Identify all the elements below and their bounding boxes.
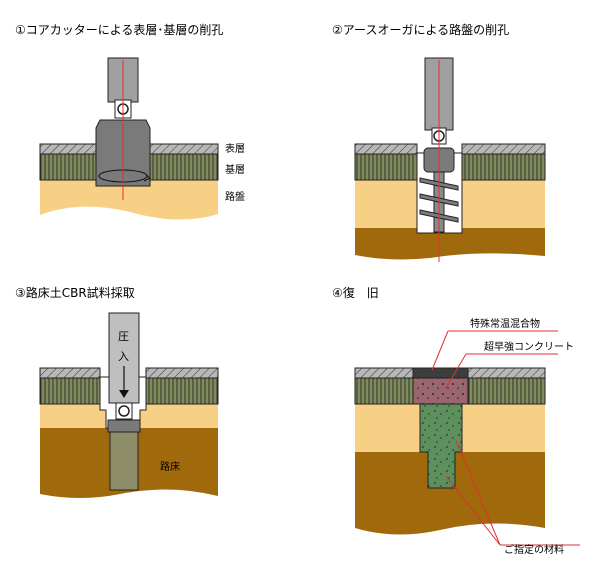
down-arrow-icon bbox=[119, 390, 129, 398]
base-left-4 bbox=[354, 376, 414, 405]
panel-earth-auger: ②アースオーガによる路盤の削孔 bbox=[332, 22, 546, 262]
base-right-4 bbox=[467, 376, 546, 405]
roadbed-right bbox=[462, 180, 545, 228]
concrete-fill bbox=[412, 377, 469, 405]
leader-designated-1 bbox=[455, 439, 501, 546]
surface-left-3 bbox=[39, 367, 101, 379]
base-left-3 bbox=[39, 376, 101, 405]
subgrade-layer bbox=[355, 228, 545, 260]
subgrade-layer-4 bbox=[355, 452, 545, 535]
step3-title: ③路床土CBR試料採取 bbox=[15, 285, 135, 300]
label-roadbed: 路盤 bbox=[225, 190, 245, 203]
press-bolt-icon bbox=[118, 405, 130, 417]
label-surface-material: 特殊常温混合物 bbox=[470, 317, 540, 330]
base-left bbox=[354, 152, 418, 181]
leader-designated-2 bbox=[445, 475, 501, 546]
label-concrete: 超早強コンクリート bbox=[484, 340, 574, 353]
label-designated-material: ご指定の材料 bbox=[504, 543, 564, 556]
panel-core-cutter: ①コアカッターによる表層･基層の削孔 表層 基層 路盤 bbox=[15, 23, 245, 220]
label-base: 基層 bbox=[225, 163, 245, 176]
surface-patch-fill bbox=[412, 367, 469, 379]
surface-right bbox=[461, 143, 546, 155]
label-surface: 表層 bbox=[225, 142, 245, 155]
panel-cbr-sampling: ③路床土CBR試料採取 圧 入 路床 bbox=[15, 285, 219, 498]
base-right-3 bbox=[145, 376, 219, 405]
step1-title: ①コアカッターによる表層･基層の削孔 bbox=[15, 23, 223, 37]
leader-concrete bbox=[445, 353, 467, 389]
base-right bbox=[461, 152, 546, 181]
cbr-sample bbox=[109, 431, 139, 491]
roadbed-left bbox=[355, 180, 417, 228]
surface-left bbox=[354, 143, 418, 155]
roadbed-layer bbox=[40, 180, 218, 220]
sampler-head bbox=[107, 419, 141, 433]
label-subgrade: 路床 bbox=[160, 460, 180, 473]
rotation-arrowhead-icon bbox=[143, 174, 151, 182]
press-label-2: 入 bbox=[118, 350, 129, 363]
surface-left-4 bbox=[354, 367, 414, 379]
surface-right-3 bbox=[145, 367, 219, 379]
press-label-1: 圧 bbox=[118, 330, 129, 343]
step4-title: ④復 旧 bbox=[332, 285, 379, 300]
surface-right-4 bbox=[467, 367, 546, 379]
step2-title: ②アースオーガによる路盤の削孔 bbox=[332, 22, 509, 37]
leader-surface-material bbox=[431, 330, 449, 371]
panel-restoration: ④復 旧 特殊常温混合物 超早強コンクリート ご指定の材料 bbox=[332, 285, 580, 556]
